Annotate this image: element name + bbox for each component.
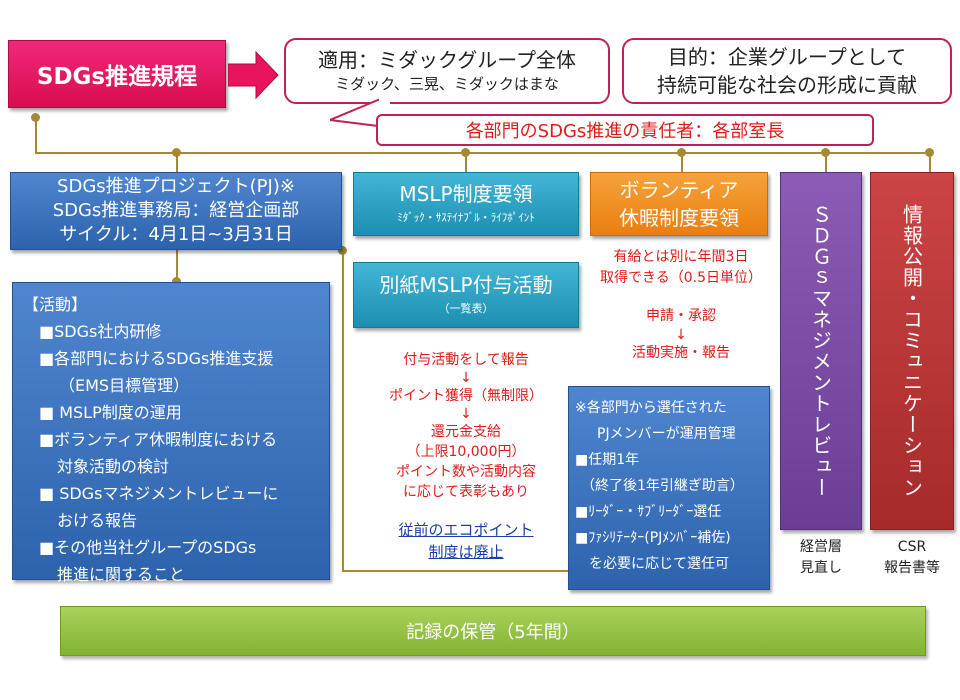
connector-dot-pj-member-top xyxy=(338,246,347,255)
apply-scope-line2: ミダック、三晃、ミダックはまな xyxy=(335,75,559,93)
mslp-regulation-title: MSLP制度要領 xyxy=(399,182,533,206)
records-retention-text: 記録の保管（5年間） xyxy=(406,622,580,643)
mslp-flow-step: ポイント獲得（無制限） xyxy=(389,388,543,404)
connector-dot-review xyxy=(821,148,830,157)
disclosure-caption-line1: CSR xyxy=(897,539,927,555)
connector-pj-member-vertical xyxy=(342,250,344,572)
volunteer-flow-step: 活動実施・報告 xyxy=(632,345,730,361)
mslp-flow-arrow: ↓ xyxy=(460,370,472,386)
activities-box: 【活動】 ■SDGs社内研修 ■各部門におけるSDGs推進支援 （EMS目標管理… xyxy=(12,282,330,584)
connector-dot-activities xyxy=(172,277,181,286)
disclosure-caption-line2: 報告書等 xyxy=(884,560,940,576)
connector-main-horizontal xyxy=(35,152,931,154)
mslp-grant-subtitle: （一覧表） xyxy=(438,302,494,315)
activity-item: ■ボランティア休暇制度における xyxy=(39,430,278,449)
connector-drop-mslp xyxy=(465,152,467,172)
management-review-caption: 経営層 見直し xyxy=(776,536,866,580)
mslp-flow-step: 還元金支給 xyxy=(431,424,501,440)
activity-item: （EMS目標管理） xyxy=(59,376,190,395)
apply-scope-line1: 適用：ミダックグループ全体 xyxy=(318,48,576,72)
connector-drop-review xyxy=(825,152,827,172)
volunteer-notes: 有給とは別に年間3日 取得できる（0.5日単位） xyxy=(585,246,777,290)
eco-point-line2: 制度は廃止 xyxy=(428,543,504,561)
connector-pj-member-horizontal xyxy=(342,570,574,572)
mslp-flow-arrow: ↓ xyxy=(460,406,472,422)
pj-member-line: ■ﾘｰﾀﾞｰ・ｻﾌﾞﾘｰﾀﾞｰ選任 xyxy=(575,504,722,520)
pj-member-line: ※各部門から選任された xyxy=(575,400,727,416)
purpose-callout: 目的：企業グループとして 持続可能な社会の形成に貢献 xyxy=(622,38,952,104)
volunteer-leave-box: ボランティア 休暇制度要領 xyxy=(590,172,768,236)
disclosure-communication-box: 情報公開・コミュニケーション xyxy=(870,172,954,530)
mslp-grant-activity-box: 別紙MSLP付与活動 （一覧表） xyxy=(353,262,579,328)
mslp-grant-title: 別紙MSLP付与活動 xyxy=(379,273,553,297)
connector-dot-volunteer xyxy=(677,148,686,157)
sdgs-project-box: SDGs推進プロジェクト(PJ)※ SDGs推進事務局：経営企画部 サイクル：4… xyxy=(10,172,342,250)
connector-drop-volunteer xyxy=(681,152,683,172)
pj-member-box: ※各部門から選任された PJメンバーが運用管理 ■任期1年 （終了後1年引継ぎ助… xyxy=(568,386,770,590)
sdgs-regulation-title-text: SDGs推進規程 xyxy=(36,64,198,90)
volunteer-flow-arrow: ↓ xyxy=(675,327,687,343)
volunteer-leave-line2: 休暇制度要領 xyxy=(619,206,739,230)
connector-drop-pj xyxy=(176,152,178,172)
volunteer-note-line2: 取得できる（0.5日単位） xyxy=(600,270,762,286)
responsible-text: 各部門のSDGs推進の責任者：各部室長 xyxy=(465,121,785,142)
management-review-box: ＳＤＧｓマネジメントレビュー xyxy=(780,172,862,530)
disclosure-caption: CSR 報告書等 xyxy=(866,536,958,580)
review-caption-line2: 見直し xyxy=(800,560,842,576)
mslp-regulation-box: MSLP制度要領 ﾐﾀﾞｯｸ・ｻｽﾃｲﾅﾌﾞﾙ・ﾗｲﾌﾎﾟｲﾝﾄ xyxy=(353,172,579,236)
pj-member-line: （終了後1年引継ぎ助言） xyxy=(581,478,744,494)
activity-item: 推進に関すること xyxy=(57,565,186,584)
activity-item: ■SDGs社内研修 xyxy=(39,322,162,341)
sdgs-project-line3: サイクル：4月1日~3月31日 xyxy=(59,224,293,245)
connector-dot-start xyxy=(31,113,40,122)
connector-dot-disclosure xyxy=(925,148,934,157)
connector-drop-disclosure xyxy=(929,152,931,172)
sdgs-project-line2: SDGs推進事務局：経営企画部 xyxy=(52,200,300,221)
pj-member-line: ■任期1年 xyxy=(575,452,640,468)
disclosure-communication-text: 情報公開・コミュニケーション xyxy=(899,204,924,498)
management-review-text: ＳＤＧｓマネジメントレビュー xyxy=(808,204,833,498)
activity-item: おける報告 xyxy=(57,511,138,530)
volunteer-flow: 申請・承認 ↓ 活動実施・報告 xyxy=(585,304,777,366)
pj-member-line: を必要に応じて選任可 xyxy=(589,556,729,572)
mslp-flow-step: （上限10,000円） xyxy=(406,444,526,460)
volunteer-leave-line1: ボランティア xyxy=(619,178,739,202)
connector-pj-activities xyxy=(176,250,178,282)
review-caption-line1: 経営層 xyxy=(800,539,842,555)
connector-main-vertical xyxy=(35,118,37,154)
responsible-callout: 各部門のSDGs推進の責任者：各部室長 xyxy=(376,114,874,146)
mslp-flow-step: 付与活動をして報告 xyxy=(403,352,529,368)
activity-item: ■ MSLP制度の運用 xyxy=(39,403,182,422)
activity-item: ■各部門におけるSDGs推進支援 xyxy=(39,349,274,368)
volunteer-note-line1: 有給とは別に年間3日 xyxy=(613,249,749,265)
mslp-flow-step: に応じて表彰もあり xyxy=(403,484,529,500)
pj-member-line: ■ﾌｧｼﾘﾃｰﾀｰ(PJﾒﾝﾊﾞｰ補佐) xyxy=(575,530,731,546)
pj-member-line: PJメンバーが運用管理 xyxy=(597,426,736,442)
sdgs-regulation-title: SDGs推進規程 xyxy=(8,40,226,108)
arrow-right-icon xyxy=(228,50,279,100)
eco-point-line1: 従前のエコポイント xyxy=(398,521,534,539)
mslp-regulation-subtitle: ﾐﾀﾞｯｸ・ｻｽﾃｲﾅﾌﾞﾙ・ﾗｲﾌﾎﾟｲﾝﾄ xyxy=(397,211,535,224)
activity-item: ■ SDGsマネジメントレビューに xyxy=(39,484,279,503)
activity-item: 対象活動の検討 xyxy=(57,457,170,476)
purpose-line2: 持続可能な社会の形成に貢献 xyxy=(657,73,917,97)
sdgs-project-line1: SDGs推進プロジェクト(PJ)※ xyxy=(57,176,295,197)
eco-point-abolished-link[interactable]: 従前のエコポイント 制度は廃止 xyxy=(353,518,579,564)
volunteer-flow-step: 申請・承認 xyxy=(646,308,716,324)
connector-dot-pj xyxy=(172,148,181,157)
connector-dot-mslp xyxy=(461,148,470,157)
activity-item: ■その他当社グループのSDGs xyxy=(39,538,257,557)
apply-scope-callout: 適用：ミダックグループ全体 ミダック、三晃、ミダックはまな xyxy=(284,38,610,104)
mslp-flow-step: ポイント数や活動内容 xyxy=(396,464,536,480)
records-retention-bar: 記録の保管（5年間） xyxy=(60,606,926,656)
mslp-flow: 付与活動をして報告 ↓ ポイント獲得（無制限） ↓ 還元金支給 （上限10,00… xyxy=(353,344,579,508)
purpose-line1: 目的：企業グループとして xyxy=(667,45,907,69)
activities-header: 【活動】 xyxy=(23,295,88,314)
